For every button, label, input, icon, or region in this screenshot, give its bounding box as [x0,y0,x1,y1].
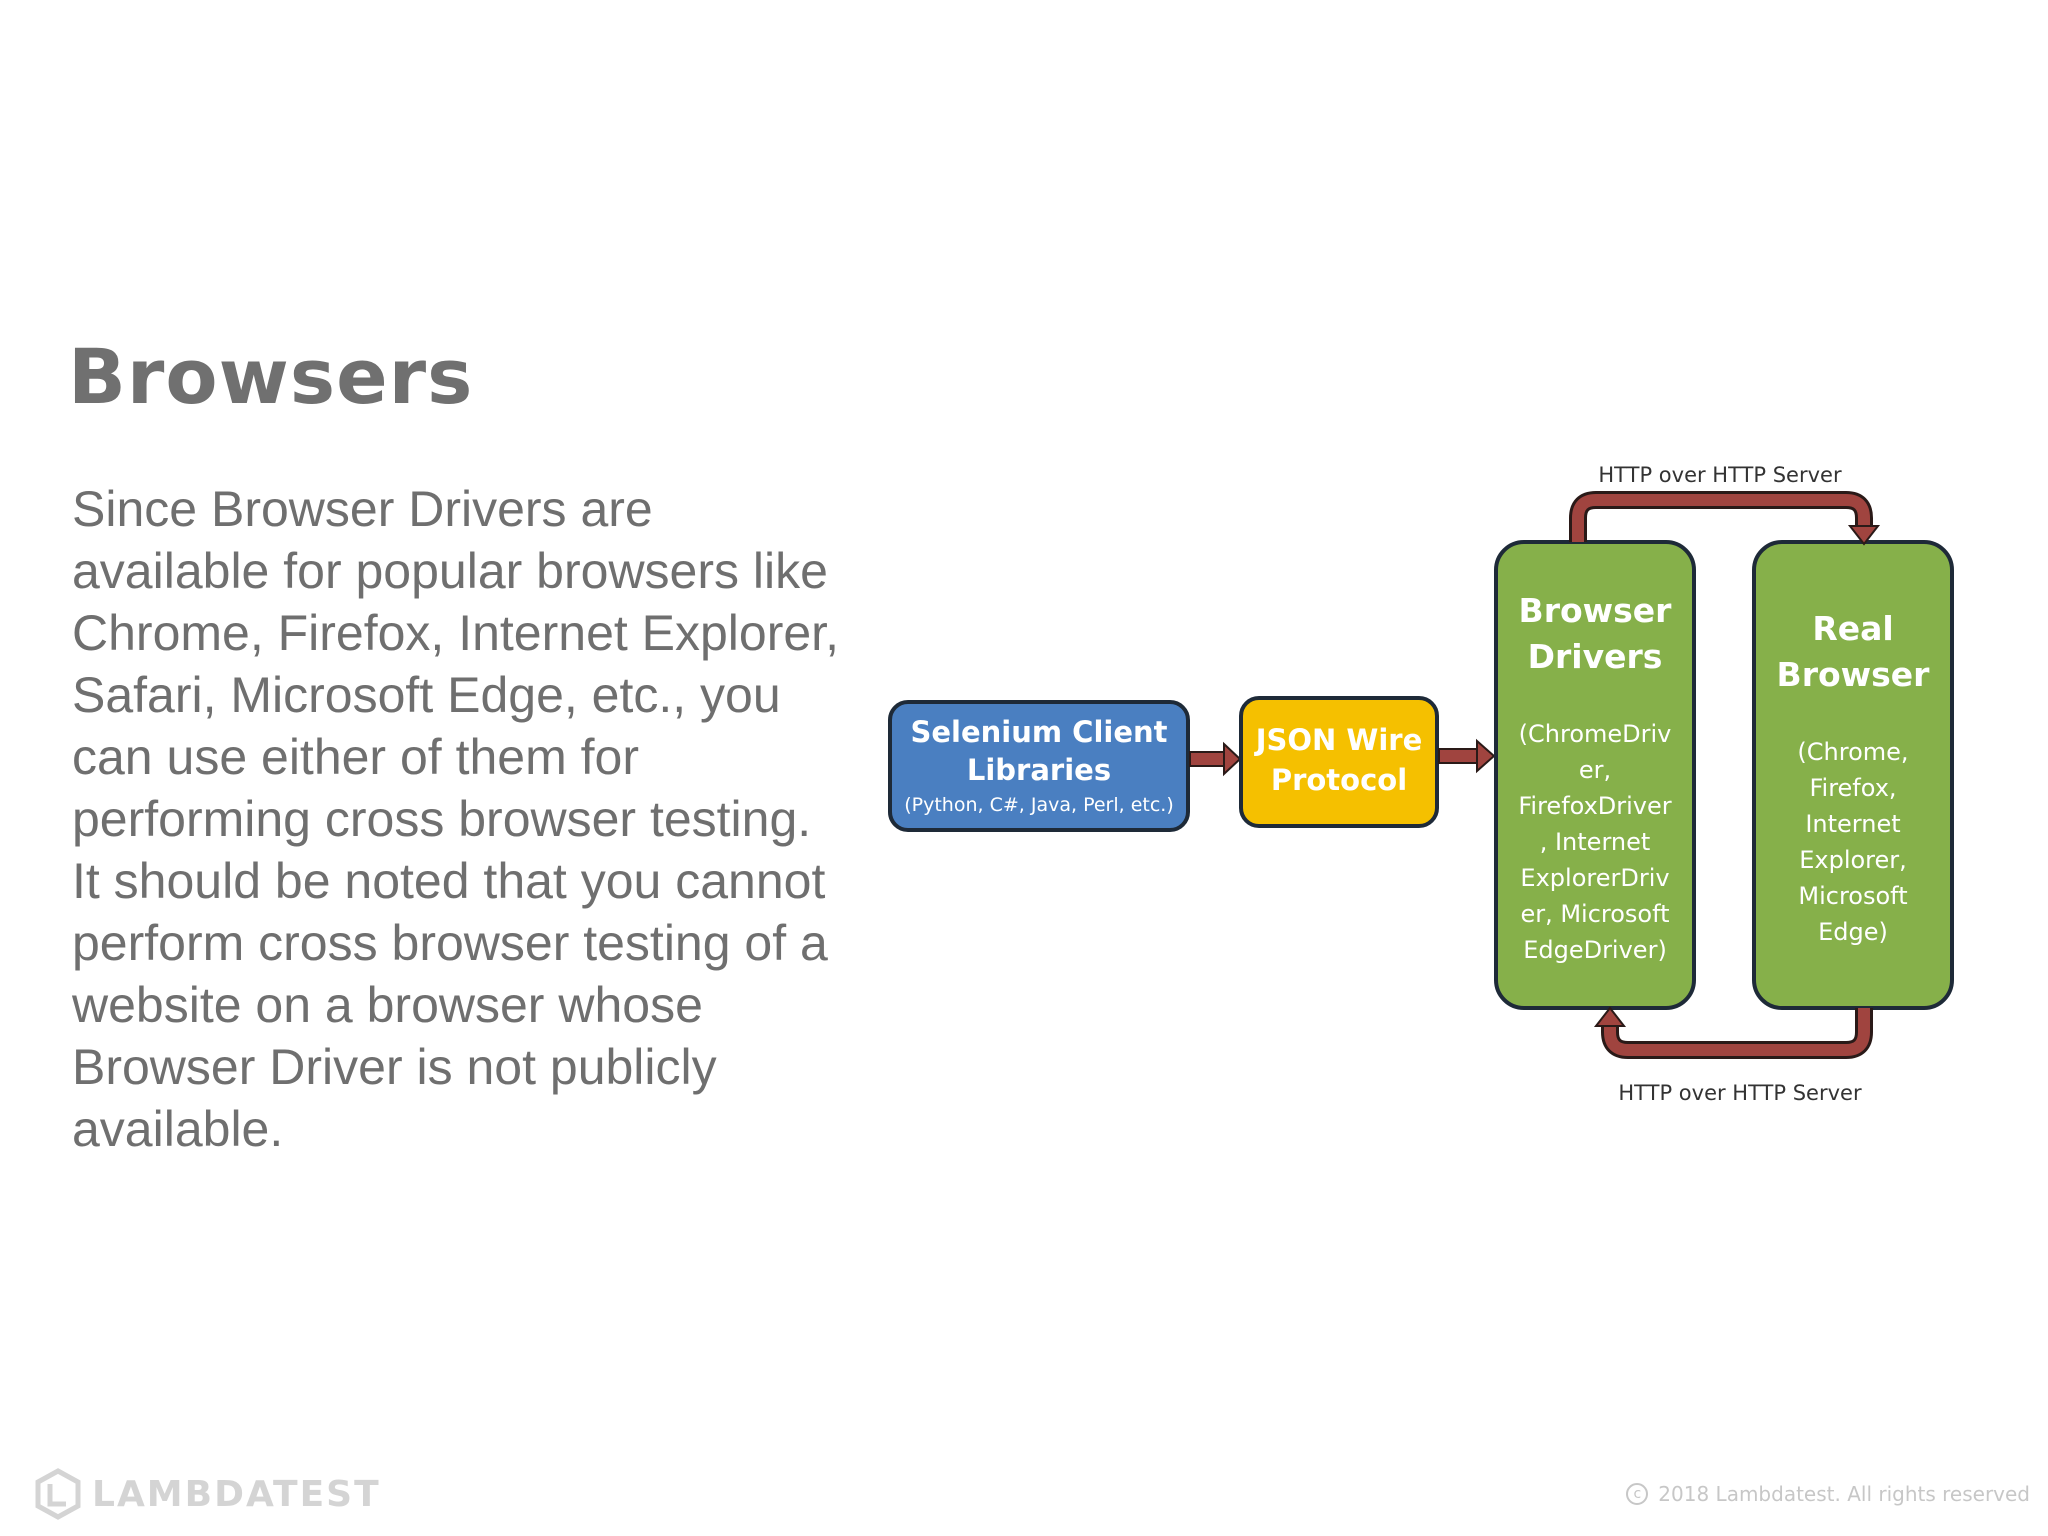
drivers-detail-line: ExplorerDriv [1520,864,1669,892]
lambdatest-logo: LAMBDATEST [34,1466,381,1522]
protocol-title-line1: JSON Wire [1254,723,1423,757]
arrow-protocol-to-drivers [1438,738,1496,774]
logo-text: LAMBDATEST [92,1473,381,1515]
client-title-line1: Selenium Client [910,715,1167,749]
drivers-detail-line: (ChromeDriv [1519,720,1672,748]
client-title-line2: Libraries [967,753,1111,787]
slide-body-text: Since Browser Drivers are available for … [72,481,839,1157]
copyright-text: 2018 Lambdatest. All rights reserved [1658,1482,2030,1506]
arrow-client-to-protocol [1189,741,1242,777]
slide-title: Browsers [68,332,474,421]
client-box [888,700,1190,832]
drivers-title-line1: Browser [1519,591,1673,630]
browser-detail-line: Microsoft [1798,882,1907,910]
drivers-detail-line: , Internet [1540,828,1651,856]
browser-detail-line: Edge) [1818,918,1888,946]
copyright-notice: c 2018 Lambdatest. All rights reserved [1626,1482,2030,1506]
drivers-detail-line: er, Microsoft [1520,900,1669,928]
drivers-detail-line: EdgeDriver) [1523,936,1667,964]
copyright-icon: c [1626,1483,1649,1505]
drivers-box [1494,540,1696,1010]
drivers-detail-line: er, [1579,756,1611,784]
browser-detail-line: Firefox, [1809,774,1896,802]
arrow-top-drivers-to-browser [1569,491,1881,546]
browser-detail-line: Internet [1805,810,1900,838]
browser-detail-line: (Chrome, [1797,738,1908,766]
arrow-bottom-browser-to-drivers [1593,1006,1873,1059]
drivers-detail-line: FirefoxDriver [1518,792,1671,820]
lambdatest-logo-icon [35,1468,81,1520]
protocol-title-line2: Protocol [1271,763,1407,797]
client-subtitle: (Python, C#, Java, Perl, etc.) [904,794,1174,816]
browser-title-line2: Browser [1777,655,1931,694]
browser-detail-line: Explorer, [1799,846,1907,874]
browser-title-line1: Real [1812,609,1893,648]
http-bottom-label: HTTP over HTTP Server [1618,1081,1862,1105]
browser-box [1752,540,1954,1010]
http-top-label: HTTP over HTTP Server [1598,463,1842,487]
protocol-box [1239,696,1439,828]
drivers-title-line2: Drivers [1528,637,1663,676]
